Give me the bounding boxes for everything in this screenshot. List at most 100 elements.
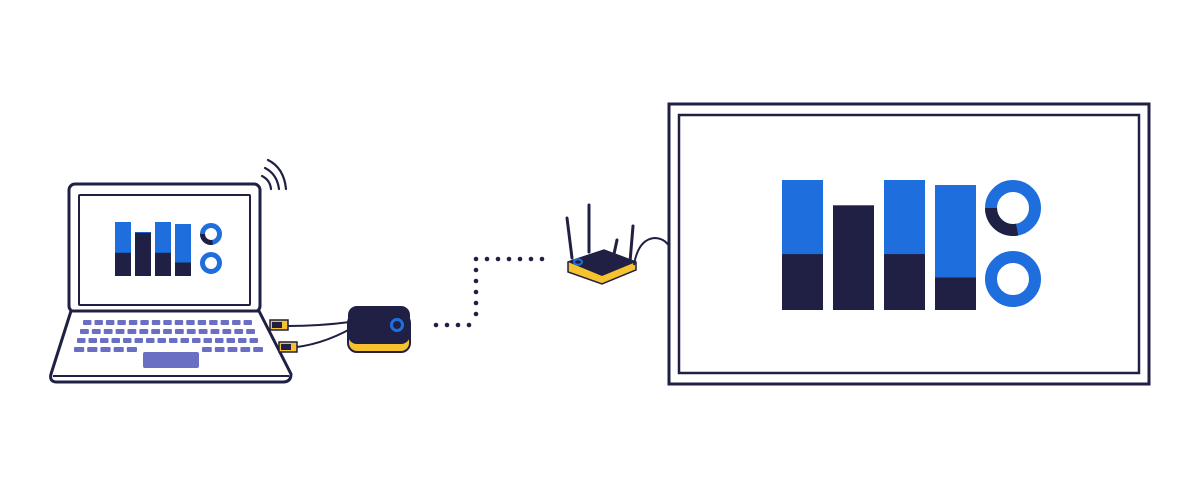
keyboard-key bbox=[243, 320, 252, 325]
keyboard-key bbox=[77, 338, 86, 343]
chart-bar-2-dark-segment bbox=[833, 206, 874, 310]
keyboard-key bbox=[238, 338, 247, 343]
keyboard-key bbox=[80, 329, 89, 334]
chart-bar-4-dark-segment bbox=[175, 262, 191, 276]
large-display-screen-icon bbox=[667, 102, 1151, 386]
keyboard-key bbox=[220, 320, 230, 325]
keyboard-key bbox=[123, 338, 132, 343]
connection-dot bbox=[473, 289, 479, 295]
keyboard-key bbox=[111, 338, 120, 343]
connection-dot bbox=[495, 256, 501, 262]
router-cable bbox=[633, 236, 670, 266]
keyboard-key bbox=[157, 338, 166, 343]
keyboard-key bbox=[100, 347, 111, 352]
keyboard-key bbox=[253, 347, 263, 352]
keyboard-key bbox=[74, 347, 85, 352]
keyboard-key bbox=[113, 347, 124, 352]
keyboard-key bbox=[117, 320, 126, 325]
keyboard-key bbox=[169, 338, 178, 343]
connection-dot bbox=[473, 256, 479, 262]
keyboard-key bbox=[100, 338, 109, 343]
keyboard-key bbox=[126, 347, 137, 352]
dongle-button-ring bbox=[390, 318, 404, 332]
keyboard-key bbox=[87, 347, 98, 352]
display-screen-chart bbox=[782, 180, 1041, 310]
router-antennas bbox=[565, 203, 635, 264]
keyboard-key bbox=[180, 338, 189, 343]
keyboard-key bbox=[163, 320, 172, 325]
laptop-icon bbox=[49, 158, 293, 384]
usb-connectors bbox=[269, 319, 298, 353]
keyboard-key bbox=[105, 320, 115, 325]
connection-dot bbox=[484, 256, 490, 262]
keyboard-key bbox=[174, 329, 184, 334]
keyboard-key bbox=[234, 329, 244, 334]
keyboard-key bbox=[88, 338, 97, 343]
keyboard-key bbox=[192, 338, 201, 343]
connection-dot bbox=[506, 256, 512, 262]
chart-donut-2 bbox=[985, 251, 1041, 307]
connection-dot bbox=[473, 278, 479, 284]
connection-dot bbox=[455, 322, 461, 328]
router-light bbox=[573, 258, 583, 266]
keyboard-key bbox=[215, 338, 224, 343]
keyboard-key bbox=[203, 338, 212, 343]
chart-donut-1-dark-segment bbox=[200, 233, 214, 245]
keyboard-key bbox=[139, 329, 149, 334]
wireless-presentation-button-icon bbox=[347, 306, 411, 353]
keyboard-key bbox=[214, 347, 225, 352]
connection-dot bbox=[473, 300, 479, 306]
keyboard-key bbox=[103, 329, 113, 334]
connection-dot bbox=[528, 256, 534, 262]
laptop-base bbox=[49, 309, 293, 384]
keyboard-key bbox=[222, 329, 232, 334]
keyboard-key bbox=[186, 329, 196, 334]
connection-dot bbox=[517, 256, 523, 262]
keyboard-key bbox=[128, 320, 138, 325]
chart-bar-2-dark-segment bbox=[135, 232, 151, 276]
keyboard-key bbox=[209, 320, 218, 325]
connection-dot bbox=[473, 311, 479, 317]
keyboard-key bbox=[210, 329, 220, 334]
chart-donut-2 bbox=[200, 252, 222, 274]
laptop-screen-chart bbox=[115, 222, 222, 276]
chart-bar-4-dark-segment bbox=[935, 277, 976, 310]
keyboard-key bbox=[140, 320, 149, 325]
keyboard-key bbox=[232, 320, 241, 325]
chart-bar-3-dark-segment bbox=[155, 252, 171, 276]
keyboard-key bbox=[174, 320, 184, 325]
laptop-trackpad bbox=[143, 352, 199, 368]
keyboard-key bbox=[197, 320, 207, 325]
wifi-router-icon bbox=[565, 203, 670, 285]
keyboard-key bbox=[151, 329, 161, 334]
connection-dot bbox=[539, 256, 545, 262]
wifi-signal-icon bbox=[260, 158, 288, 191]
connection-dot bbox=[444, 322, 450, 328]
chart-bar-1-dark-segment bbox=[782, 254, 823, 310]
keyboard-key bbox=[227, 347, 238, 352]
keyboard-key bbox=[246, 329, 255, 334]
keyboard-key bbox=[186, 320, 195, 325]
chart-donut-1-dark-segment bbox=[985, 207, 1019, 236]
keyboard-key bbox=[198, 329, 208, 334]
keyboard-key bbox=[151, 320, 161, 325]
keyboard-key bbox=[134, 338, 143, 343]
connection-dot bbox=[433, 322, 439, 328]
connection-dot bbox=[466, 322, 472, 328]
keyboard-key bbox=[240, 347, 251, 352]
keyboard-key bbox=[91, 329, 101, 334]
keyboard-key bbox=[146, 338, 155, 343]
connection-dot bbox=[473, 267, 479, 273]
chart-bar-1-dark-segment bbox=[115, 252, 131, 276]
keyboard-key bbox=[127, 329, 137, 334]
wireless-connection-dotted-line bbox=[433, 256, 545, 328]
keyboard-key bbox=[83, 320, 92, 325]
keyboard-key bbox=[163, 329, 172, 334]
keyboard-key bbox=[202, 347, 212, 352]
laptop-keyboard bbox=[74, 320, 263, 352]
keyboard-key bbox=[94, 320, 103, 325]
chart-bar-3-dark-segment bbox=[884, 254, 925, 310]
keyboard-key bbox=[249, 338, 258, 343]
keyboard-key bbox=[226, 338, 235, 343]
